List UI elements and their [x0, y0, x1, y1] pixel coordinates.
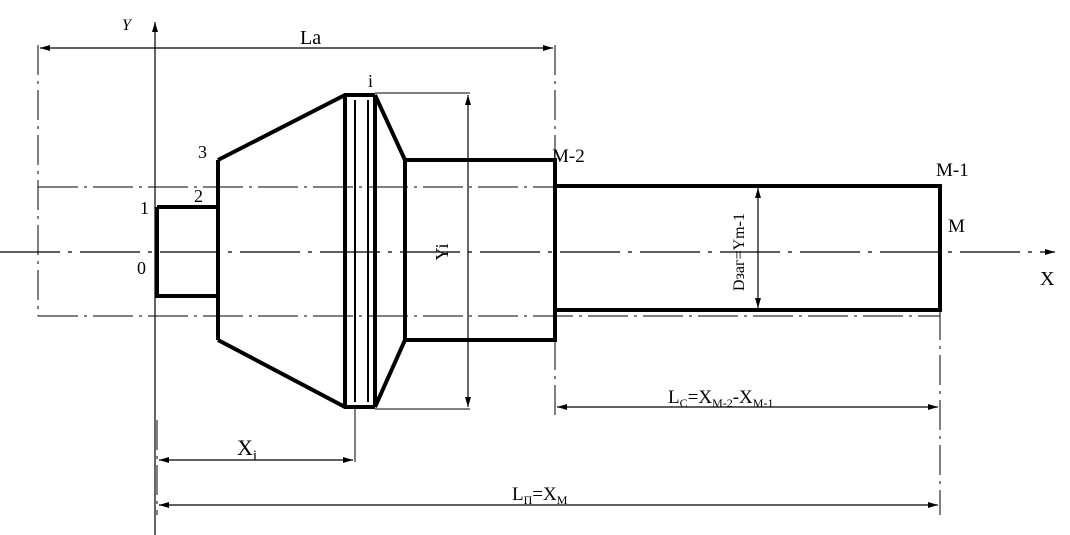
lc-label: LC=XM-2-XM-1 — [668, 387, 773, 410]
ln-label: LП=XM — [512, 484, 568, 507]
point-0-label: 0 — [137, 258, 146, 278]
point-1-label: 1 — [140, 198, 149, 218]
x-axis-label: X — [1040, 268, 1055, 290]
point-m2-label: M-2 — [552, 146, 585, 167]
y-axis-label: Y — [122, 17, 133, 34]
la-label: La — [300, 27, 321, 49]
point-m-label: M — [948, 216, 965, 237]
point-3-label: 3 — [198, 142, 207, 162]
dz-label: Dзаг=Ym-1 — [731, 213, 748, 291]
yi-label: Yi — [432, 243, 452, 260]
point-i-label: i — [368, 71, 373, 91]
xi-label: Xi — [237, 435, 257, 464]
shaft-outline — [155, 93, 942, 409]
point-m1-label: M-1 — [936, 160, 969, 181]
point-2-label: 2 — [194, 186, 203, 206]
